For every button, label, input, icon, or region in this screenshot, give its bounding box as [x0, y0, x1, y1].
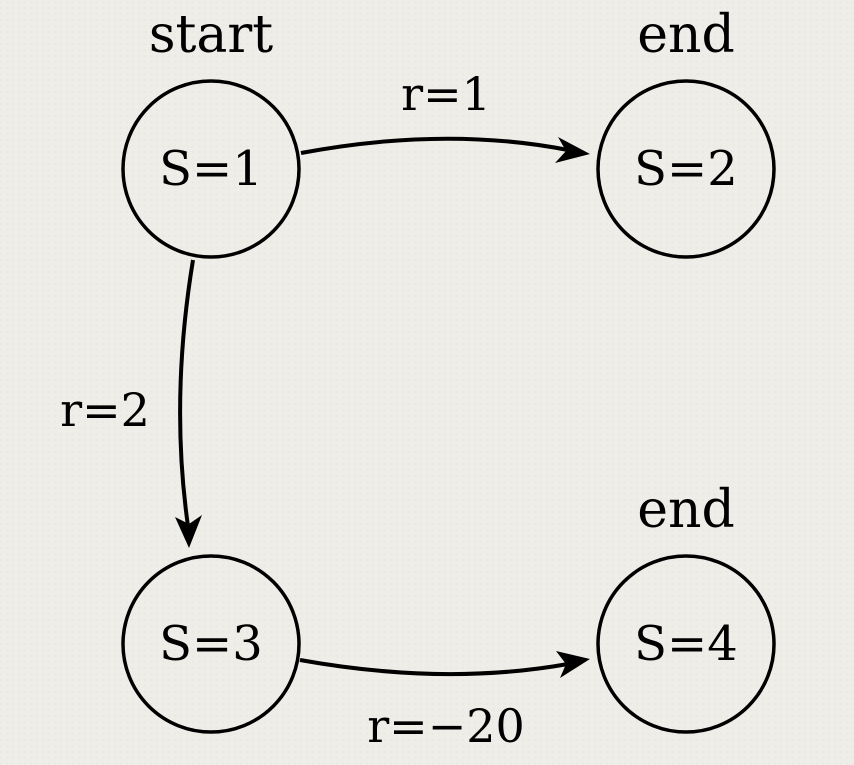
end-annotation-s2: end [637, 5, 735, 65]
state-circle [121, 79, 301, 259]
state-node-s3: S=3 [121, 554, 301, 734]
state-label: S=2 [634, 141, 738, 197]
state-circle [121, 554, 301, 734]
state-node-s2: S=2 [596, 79, 776, 259]
end-annotation-s4: end [637, 480, 735, 540]
edge-label: r=−20 [367, 699, 525, 753]
state-circle [596, 79, 776, 259]
edge-line [299, 658, 569, 677]
state-label: S=1 [159, 141, 263, 197]
edge-s1-to-s3: r=2 [60, 259, 202, 548]
arrowhead-icon [555, 137, 590, 163]
state-node-s1: S=1 [121, 79, 301, 259]
edge-label: r=1 [401, 67, 491, 121]
state-label: S=3 [159, 616, 263, 672]
edge-line [300, 136, 569, 155]
arrowhead-icon [556, 651, 590, 678]
state-label: S=4 [634, 616, 738, 672]
edge-line [178, 259, 195, 527]
arrowhead-icon [175, 515, 202, 548]
state-circle [596, 554, 776, 734]
edge-s3-to-s4: r=−20 [299, 651, 590, 753]
start-annotation: start [149, 5, 273, 65]
edge-s1-to-s2: r=1 [300, 67, 590, 163]
state-node-s4: S=4 [596, 554, 776, 734]
edge-label: r=2 [60, 383, 150, 437]
